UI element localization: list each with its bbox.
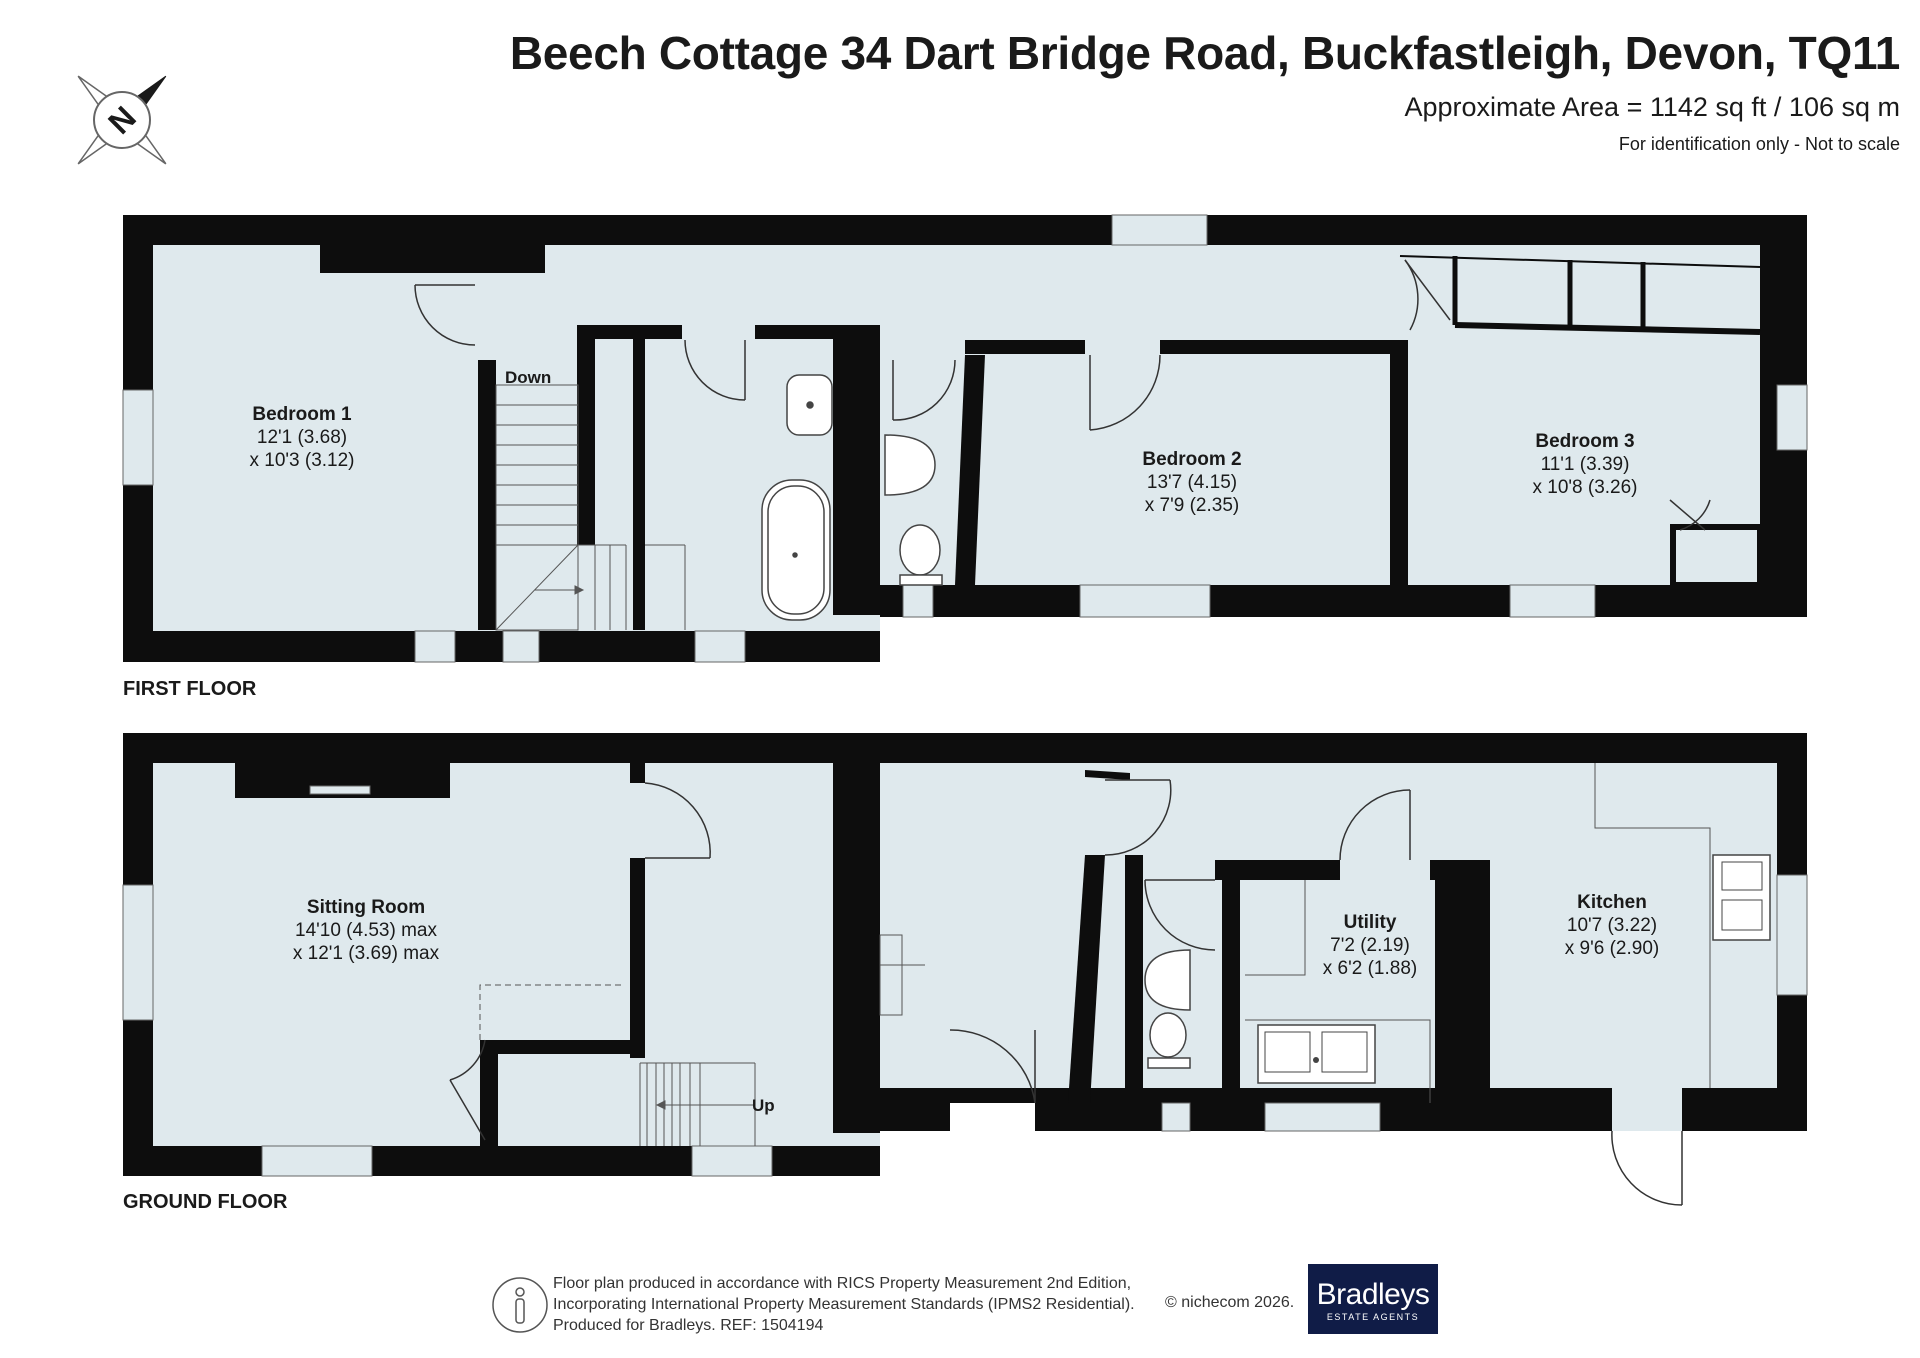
stairs-up-label: Up [752,1096,775,1115]
ground-floor-plan [122,733,1808,1206]
room-name: Kitchen [1577,892,1647,913]
room-dimension-2: x 10'3 (3.12) [249,450,355,471]
room-bedroom-3: Bedroom 3 11'1 (3.39) x 10'8 (3.26) [1510,430,1660,499]
first-floor-plan [122,214,1808,663]
room-dimension-2: x 9'6 (2.90) [1564,938,1660,959]
room-kitchen: Kitchen 10'7 (3.22) x 9'6 (2.90) [1542,891,1682,960]
room-dimension-2: x 6'2 (1.88) [1322,958,1418,979]
room-name: Bedroom 3 [1535,431,1635,452]
footer-notes: Floor plan produced in accordance with R… [553,1273,1135,1336]
copyright: © nichecom 2026. [1165,1294,1295,1311]
room-dimension-1: 14'10 (4.53) max [295,920,437,941]
room-dimension-2: x 10'8 (3.26) [1532,477,1638,498]
stairs-down-label: Down [505,368,552,387]
room-dimension-1: 7'2 (2.19) [1330,935,1410,956]
first-floor-label: FIRST FLOOR [123,678,257,700]
footer-line-2: Incorporating International Property Mea… [553,1296,1135,1313]
page-title: Beech Cottage 34 Dart Bridge Road, Buckf… [509,27,1900,79]
room-sitting-room: Sitting Room 14'10 (4.53) max x 12'1 (3.… [266,896,466,965]
room-dimension-2: x 12'1 (3.69) max [292,943,440,964]
room-dimension-2: x 7'9 (2.35) [1144,495,1240,516]
footer-line-3: Produced for Bradleys. REF: 1504194 [553,1317,824,1334]
room-name: Utility [1343,912,1397,933]
footer-line-1: Floor plan produced in accordance with R… [553,1275,1132,1292]
ground-floor-label: GROUND FLOOR [123,1191,288,1213]
room-dimension-1: 11'1 (3.39) [1540,454,1630,475]
logo-tagline: ESTATE AGENTS [1326,1312,1420,1322]
person-icon [492,1277,548,1333]
room-name: Bedroom 2 [1142,449,1242,470]
approximate-area: Approximate Area = 1142 sq ft / 106 sq m [1404,92,1900,122]
logo-name: Bradleys [1316,1278,1430,1311]
bradleys-logo: Bradleys ESTATE AGENTS [1308,1264,1438,1334]
room-name: Sitting Room [306,897,426,918]
room-dimension-1: 10'7 (3.22) [1566,915,1658,936]
room-name: Bedroom 1 [252,404,352,425]
disclaimer: For identification only - Not to scale [1618,134,1900,154]
room-bedroom-1: Bedroom 1 12'1 (3.68) x 10'3 (3.12) [232,403,372,472]
compass-north-icon: N [77,75,167,165]
room-bedroom-2: Bedroom 2 13'7 (4.15) x 7'9 (2.35) [1122,448,1262,517]
room-dimension-1: 12'1 (3.68) [256,427,348,448]
room-dimension-1: 13'7 (4.15) [1146,472,1238,493]
room-utility: Utility 7'2 (2.19) x 6'2 (1.88) [1300,911,1440,980]
